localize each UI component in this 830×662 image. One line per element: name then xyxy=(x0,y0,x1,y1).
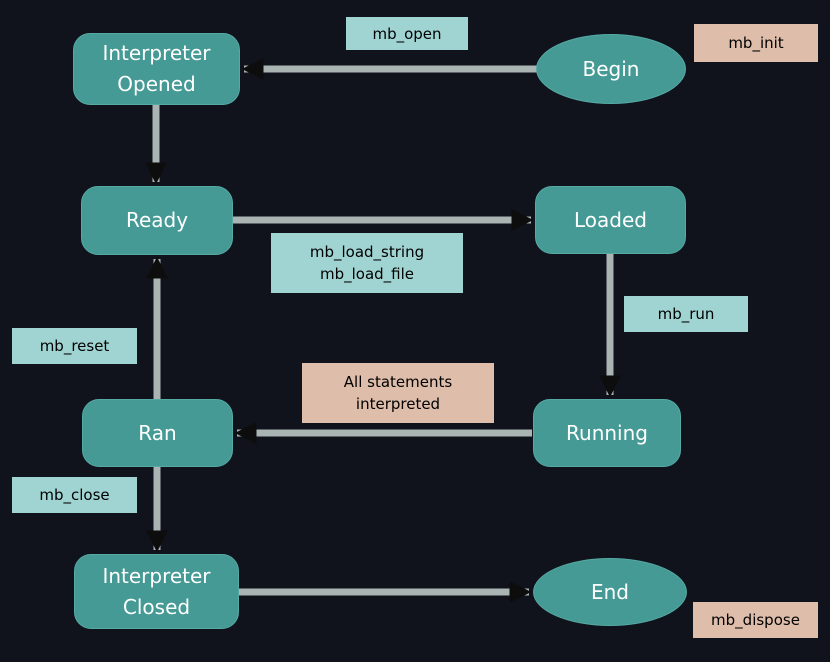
state-node-ran: Ran xyxy=(82,399,233,467)
edge-label-mb-dispose: mb_dispose xyxy=(693,602,818,638)
state-node-end: End xyxy=(533,558,687,626)
state-node-ready: Ready xyxy=(81,186,233,255)
edge-label-mb-close: mb_close xyxy=(12,477,137,513)
edge-label-mb-open: mb_open xyxy=(346,17,468,50)
state-node-running: Running xyxy=(533,399,681,467)
state-node-interpreter-opened: Interpreter Opened xyxy=(73,33,240,105)
state-node-begin: Begin xyxy=(536,34,686,104)
state-node-loaded: Loaded xyxy=(535,186,686,254)
edge-label-mb-load: mb_load_string mb_load_file xyxy=(271,233,463,293)
edge-label-mb-reset: mb_reset xyxy=(12,328,137,364)
edge-label-mb-run: mb_run xyxy=(624,296,748,332)
edge-label-all-statements-interpreted: All statements interpreted xyxy=(302,363,494,423)
edge-label-mb-init: mb_init xyxy=(694,24,818,62)
state-node-interpreter-closed: Interpreter Closed xyxy=(74,554,239,629)
